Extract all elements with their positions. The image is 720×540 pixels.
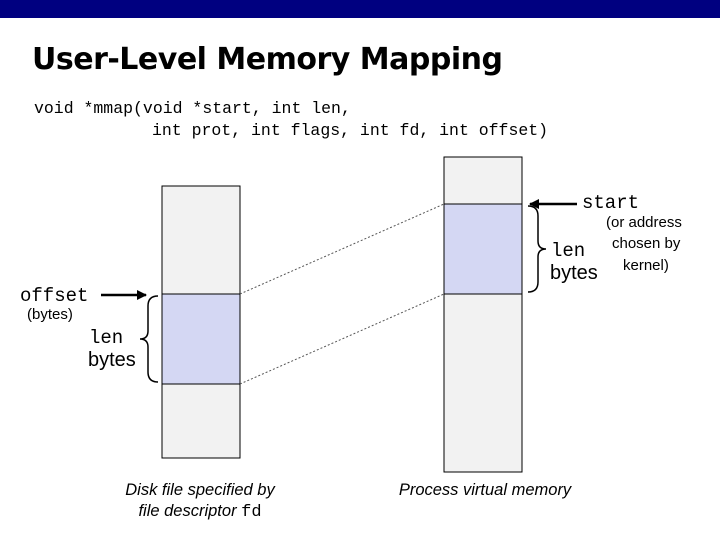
disk-file-caption: Disk file specified by file descriptor f… xyxy=(100,481,300,522)
virtual-memory-caption: Process virtual memory xyxy=(398,481,572,499)
mapping-line-bottom xyxy=(239,293,445,385)
right-len-label: len xyxy=(551,240,586,262)
disk-file-caption-line2: file descriptor fd xyxy=(100,502,300,522)
start-note-line1: (or address xyxy=(606,214,682,231)
virtual-memory-mapped-region xyxy=(443,203,523,295)
fd-code: fd xyxy=(241,503,262,522)
mmap-signature-line2: int prot, int flags, int fd, int offset) xyxy=(152,121,549,140)
disk-file-caption-line1: Disk file specified by xyxy=(125,481,275,499)
offset-unit-label: (bytes) xyxy=(27,306,73,323)
right-len-brace xyxy=(527,205,547,293)
mmap-signature-line1: void *mmap(void *start, int len, xyxy=(34,99,351,118)
top-bar xyxy=(0,0,720,18)
start-note-line2: chosen by xyxy=(612,235,681,252)
offset-label: offset xyxy=(20,285,89,307)
right-bytes-label: bytes xyxy=(550,262,598,284)
start-label: start xyxy=(582,192,640,214)
start-note-line3: kernel) xyxy=(623,257,669,274)
slide-title: User-Level Memory Mapping xyxy=(32,42,503,77)
left-len-label: len xyxy=(89,327,124,349)
disk-file-caption-text: file descriptor xyxy=(138,502,242,520)
left-bytes-label: bytes xyxy=(88,349,136,371)
mapping-line-top xyxy=(239,203,445,295)
left-len-brace xyxy=(139,295,159,383)
disk-file-mapped-region xyxy=(161,293,241,385)
